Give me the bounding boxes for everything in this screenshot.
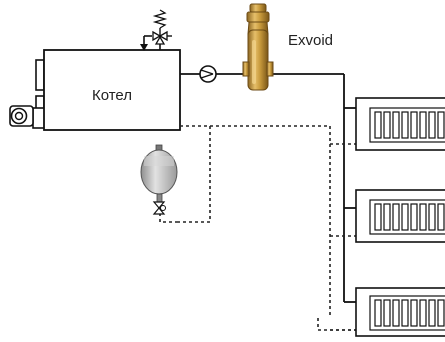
burner-fan-icon [9,105,34,127]
boiler-body [43,49,181,131]
radiator-1 [355,97,445,151]
boiler: Котел [9,49,181,131]
boiler-door-upper [35,59,45,91]
expansion-vessel-icon [140,144,178,215]
separator-label: Exvoid [288,32,333,49]
boiler-inlet-arrow [140,36,148,51]
vessel-valve-icon [152,201,166,215]
pump-icon [199,65,217,83]
air-separator-icon [242,3,274,91]
radiator-2 [355,189,445,243]
boiler-label: Котел [92,87,132,104]
safety-valve-icon [144,9,172,50]
return-pipe [159,125,356,331]
radiator-3 [355,287,445,337]
